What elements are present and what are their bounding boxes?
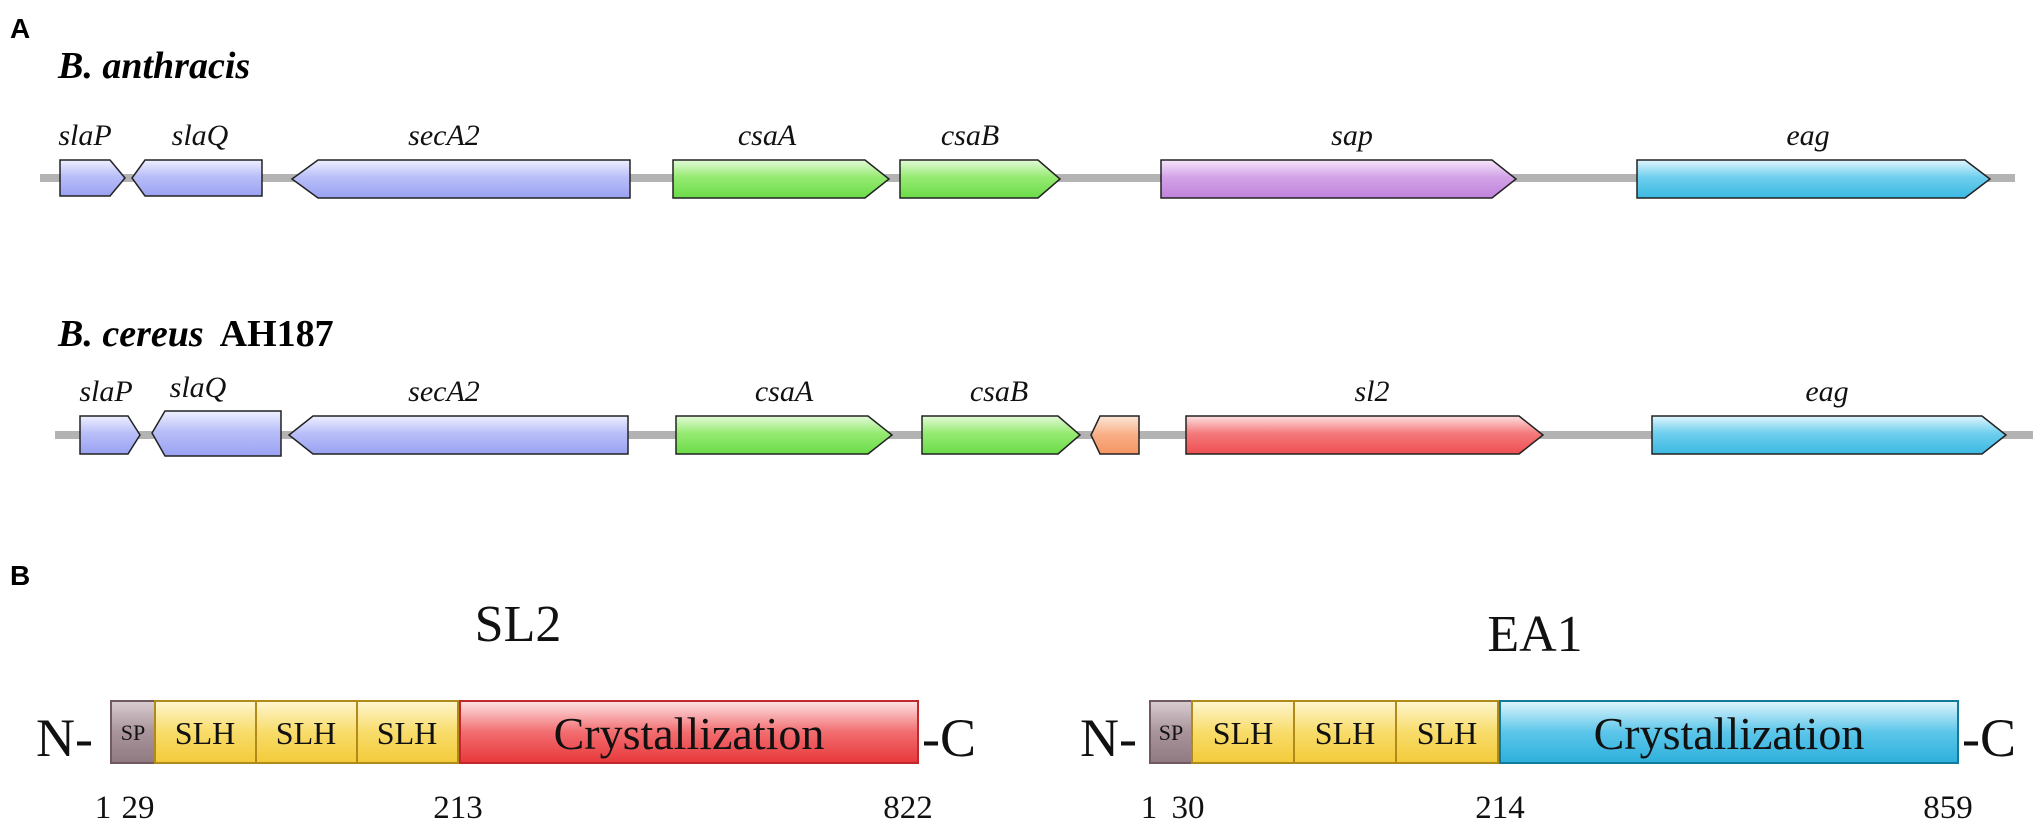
forward-arrow-icon — [921, 415, 1082, 455]
n-terminus-label: N- — [36, 708, 93, 768]
sp-domain — [1149, 700, 1193, 764]
c-terminus-label: -C — [922, 708, 976, 768]
forward-arrow-icon — [1636, 159, 1992, 199]
gene-label: slaQ — [170, 371, 227, 404]
protein-ea1: EA1 N- SP SLH SLH SLH Crystallization -C… — [1080, 606, 2016, 825]
organism-1-title: B. anthracis — [57, 45, 250, 87]
slh-domain-label: SLH — [377, 715, 437, 751]
forward-arrow-icon — [79, 415, 141, 455]
organism-2-gene-eag: eag — [1651, 375, 2008, 455]
protein-title: EA1 — [1487, 606, 1582, 663]
forward-arrow-icon — [1185, 415, 1545, 455]
slh-domain-label: SLH — [1315, 715, 1375, 751]
slh-domain-label: SLH — [1213, 715, 1273, 751]
position-label: 214 — [1475, 790, 1525, 825]
position-label: 1 — [1141, 790, 1158, 825]
slh-domain-2 — [255, 700, 358, 764]
organism-1-gene-eag: eag — [1636, 119, 1992, 199]
reverse-arrow-icon — [151, 410, 282, 457]
gene-label: csaB — [941, 119, 999, 152]
gene-label: slaQ — [172, 119, 229, 152]
crystallization-domain — [1499, 700, 1959, 764]
crystallization-domain-label: Crystallization — [1594, 708, 1865, 759]
organism-1-gene-csaB: csaB — [899, 119, 1062, 199]
forward-arrow-icon — [59, 159, 126, 197]
position-label: 822 — [883, 790, 933, 825]
slh-domain-label: SLH — [276, 715, 336, 751]
organism-1-gene-slaQ: slaQ — [131, 119, 263, 197]
sp-domain-label: SP — [121, 720, 145, 745]
forward-arrow-icon — [1160, 159, 1518, 199]
gene-label: csaA — [738, 119, 797, 152]
svg-text:B. anthracis: B. anthracis — [57, 45, 250, 87]
slh-domain-label: SLH — [175, 715, 235, 751]
organism-1-gene-secA2: secA2 — [290, 119, 631, 199]
slh-domain-1 — [154, 700, 257, 764]
reverse-arrow-icon — [287, 415, 629, 455]
gene-label: slaP — [79, 375, 132, 408]
organism-2-gene-unnamed — [1090, 415, 1140, 455]
crystallization-domain — [459, 700, 919, 764]
gene-label: eag — [1805, 375, 1848, 408]
position-label: 30 — [1172, 790, 1205, 825]
organism-1-gene-slaP: slaP — [58, 119, 126, 197]
sp-domain-label: SP — [1159, 720, 1183, 745]
crystallization-domain-label: Crystallization — [554, 708, 825, 759]
organism-2-gene-sl2: sl2 — [1185, 375, 1545, 455]
organism-2-title: B. cereus AH187 — [57, 313, 334, 355]
gene-label: eag — [1786, 119, 1829, 152]
slh-domain-3 — [1395, 700, 1499, 764]
slh-domain-3 — [356, 700, 459, 764]
n-terminus-label: N- — [1080, 708, 1137, 768]
protein-sl2: SL2 N- SP SLH SLH SLH Crystallization -C… — [36, 596, 976, 825]
slh-domain-2 — [1293, 700, 1397, 764]
panel-a-letter: A — [10, 13, 30, 44]
gene-label: secA2 — [408, 375, 480, 408]
reverse-arrow-icon — [131, 159, 263, 197]
forward-arrow-icon — [672, 159, 891, 199]
organism-1-gene-sap: sap — [1160, 119, 1518, 199]
c-terminus-label: -C — [1962, 708, 2016, 768]
gene-label: secA2 — [408, 119, 480, 152]
forward-arrow-icon — [675, 415, 894, 455]
gene-label: csaA — [755, 375, 814, 408]
slh-domain-label: SLH — [1417, 715, 1477, 751]
organism-2-name: B. cereus — [57, 313, 204, 355]
gene-label: csaB — [970, 375, 1028, 408]
forward-arrow-icon — [899, 159, 1062, 199]
forward-arrow-icon — [1651, 415, 2008, 455]
forward-arrow-icon — [1090, 415, 1140, 455]
position-label: 859 — [1923, 790, 1973, 825]
organism-2-gene-slaP: slaP — [79, 375, 141, 455]
gene-label: sl2 — [1354, 375, 1389, 408]
panel-b-letter: B — [10, 560, 30, 591]
reverse-arrow-icon — [290, 159, 631, 199]
organism-1-gene-csaA: csaA — [672, 119, 891, 199]
gene-label: sap — [1331, 119, 1373, 152]
organism-2-gene-secA2: secA2 — [287, 375, 629, 455]
organism-1-name: B. anthracis — [57, 45, 250, 87]
organism-2-gene-slaQ: slaQ — [151, 371, 282, 457]
position-label: 1 — [95, 790, 112, 825]
position-label: 213 — [433, 790, 483, 825]
organism-2-gene-csaB: csaB — [921, 375, 1082, 455]
gene-label: slaP — [58, 119, 111, 152]
organism-2-gene-csaA: csaA — [675, 375, 894, 455]
organism-2-strain: AH187 — [220, 313, 334, 355]
protein-title: SL2 — [475, 596, 562, 653]
position-label: 29 — [122, 790, 155, 825]
